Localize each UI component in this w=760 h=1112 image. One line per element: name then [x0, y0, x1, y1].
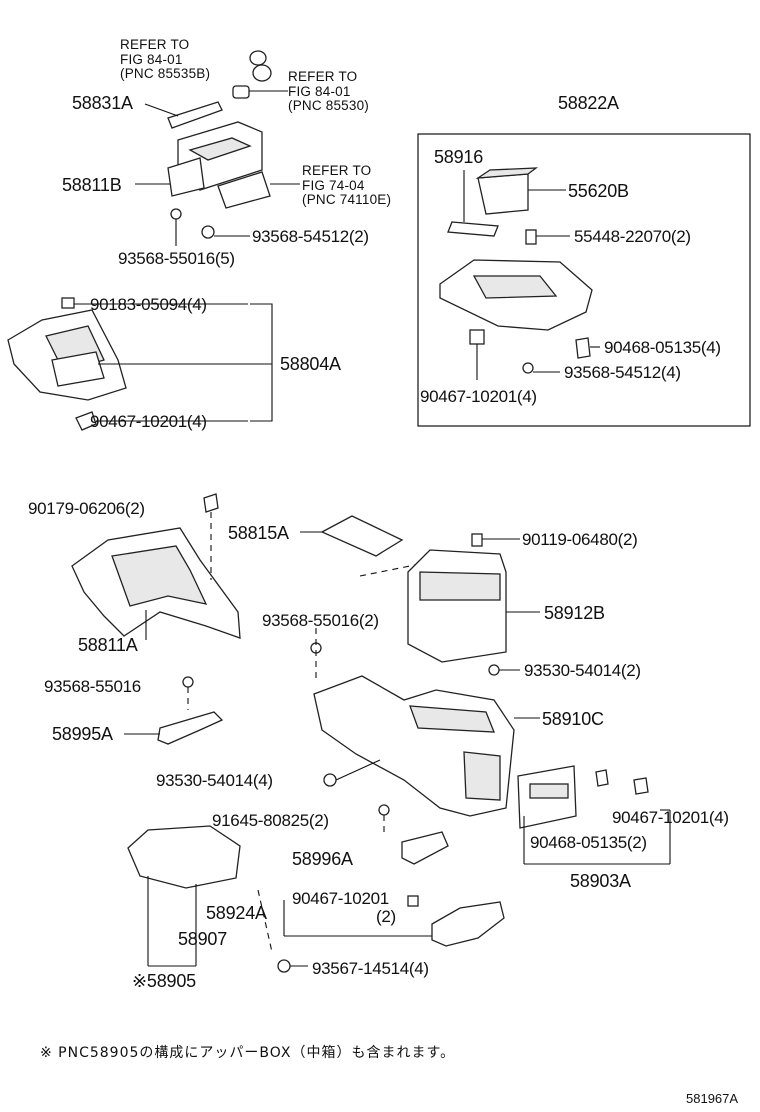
part-label-58831a: 58831A — [72, 93, 133, 113]
part-label-90179-06206: 90179-06206(2) — [28, 499, 145, 518]
part-label-93568-54512-4: 93568-54512(4) — [564, 363, 681, 382]
part-label-58907: 58907 — [178, 929, 228, 949]
ref-line: FIG 84-01 — [120, 51, 183, 67]
part-label-91645-80825: 91645-80825(2) — [212, 811, 329, 830]
part-label-58811b: 58811B — [62, 175, 122, 195]
part-label-58815a: 58815A — [228, 523, 289, 543]
part-label-58804a: 58804A — [280, 354, 341, 374]
part-label-90468-05135-4: 90468-05135(4) — [604, 338, 721, 357]
part-label-55448-22070: 55448-22070(2) — [574, 227, 691, 246]
part-label-93568-55016-5: 93568-55016(5) — [118, 249, 235, 268]
lower-panel-drawing — [7, 297, 273, 431]
console-box-drawing — [417, 133, 751, 427]
part-label-93567-14514: 93567-14514(4) — [312, 959, 429, 978]
part-label-90467-10201-4-box: 90467-10201(4) — [420, 387, 537, 406]
part-label-58924a: 58924A — [206, 903, 267, 923]
part-label-90183-05094: 90183-05094(4) — [90, 295, 207, 314]
part-label-58910c: 58910C — [542, 709, 604, 729]
part-label-58916: 58916 — [434, 147, 484, 167]
ref-line: REFER TO — [120, 37, 190, 52]
part-label-55620b: 55620B — [568, 181, 629, 201]
part-label-90467-10201-4: 90467-10201(4) — [90, 412, 207, 431]
ref-line: (PNC 74110E) — [302, 192, 392, 207]
part-label-58905: ※58905 — [132, 971, 196, 991]
part-label-93568-55016: 93568-55016 — [44, 677, 141, 696]
part-label-93530-54014-4: 93530-54014(4) — [156, 771, 273, 790]
part-label-58912b: 58912B — [544, 603, 605, 623]
part-label-90119-06480: 90119-06480(2) — [522, 530, 638, 549]
part-label-58811a: 58811A — [78, 635, 138, 655]
part-label-90467-10201: 90467-10201 — [292, 889, 389, 908]
part-label-93568-55016-2: 93568-55016(2) — [262, 611, 379, 630]
diagram-code: 581967A — [686, 1091, 739, 1106]
ref-line: REFER TO — [288, 69, 358, 84]
ref-line: (PNC 85535B) — [120, 66, 211, 81]
part-label-93568-54512-2: 93568-54512(2) — [252, 227, 369, 246]
part-label-90467-qty: (2) — [376, 907, 396, 926]
ref-line: FIG 74-04 — [302, 177, 365, 193]
ref-line: REFER TO — [302, 163, 372, 178]
part-label-58822a: 58822A — [558, 93, 619, 113]
part-label-58996a: 58996A — [292, 849, 353, 869]
console-drawing — [71, 493, 671, 973]
part-label-90467-10201-4-console: 90467-10201(4) — [612, 808, 729, 827]
part-label-90468-05135-2: 90468-05135(2) — [530, 833, 647, 852]
ref-line: FIG 84-01 — [288, 83, 351, 99]
footnote: ※ PNC58905の構成にアッパーBOX（中箱）も含まれます。 — [40, 1045, 456, 1061]
reference-note-85530: REFER TO FIG 84-01 (PNC 85530) — [288, 69, 369, 114]
reference-note-74110e: REFER TO FIG 74-04 (PNC 74110E) — [302, 163, 392, 208]
part-label-58995a: 58995A — [52, 724, 113, 744]
ref-line: (PNC 85530) — [288, 98, 369, 113]
part-label-58903a: 58903A — [570, 871, 631, 891]
switch-assembly-drawing — [135, 50, 300, 246]
reference-note-85535b: REFER TO FIG 84-01 (PNC 85535B) — [120, 37, 211, 82]
part-label-93530-54014-2: 93530-54014(2) — [524, 661, 641, 680]
